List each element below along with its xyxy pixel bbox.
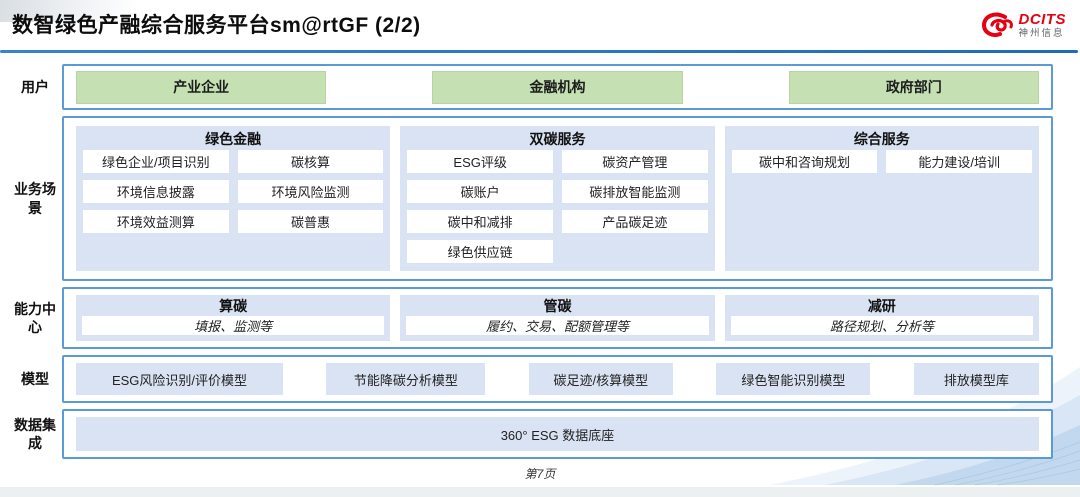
models-container: ESG风险识别/评价模型 节能降碳分析模型 碳足迹/核算模型 绿色智能识别模型 … bbox=[62, 355, 1053, 403]
row-scenarios: 业务场景 绿色金融 绿色企业/项目识别 碳核算 环境信息披露 环境风险监测 环境… bbox=[8, 116, 1053, 281]
slide-header: 数智绿色产融综合服务平台sm@rtGF (2/2) DCITS 神州信息 bbox=[0, 0, 1080, 54]
row-label-users: 用户 bbox=[21, 78, 49, 95]
capability-calc-carbon: 算碳 填报、监测等 bbox=[76, 295, 391, 341]
logo-brand: DCITS bbox=[1018, 10, 1066, 28]
scenario-item: 碳账户 bbox=[407, 180, 553, 203]
capability-reduce-research: 减研 路径规划、分析等 bbox=[724, 295, 1039, 341]
row-data-integration: 数据集成 360° ESG 数据底座 bbox=[8, 409, 1053, 459]
data-integration-container: 360° ESG 数据底座 bbox=[62, 409, 1053, 459]
model-item: ESG风险识别/评价模型 bbox=[76, 363, 284, 395]
model-item: 绿色智能识别模型 bbox=[716, 363, 871, 395]
title-underline bbox=[0, 50, 1078, 53]
row-label-scenarios: 业务场景 bbox=[14, 181, 56, 216]
data-foundation-box: 360° ESG 数据底座 bbox=[76, 417, 1039, 451]
user-box-government: 政府部门 bbox=[788, 70, 1039, 104]
panel-dual-carbon: 双碳服务 ESG评级 碳资产管理 碳账户 碳排放智能监测 碳中和减排 产品碳足迹… bbox=[400, 126, 715, 271]
row-capabilities: 能力中心 算碳 填报、监测等 管碳 履约、交易、配额管理等 减研 路径规划、分析… bbox=[8, 287, 1053, 349]
scenario-item: 碳资产管理 bbox=[561, 150, 708, 173]
scenario-item: 碳中和减排 bbox=[407, 210, 553, 233]
panel-comprehensive-grid: 碳中和咨询规划 能力建设/培训 bbox=[731, 150, 1032, 173]
capability-title: 管碳 bbox=[543, 298, 572, 314]
bottom-strip bbox=[0, 487, 1080, 497]
panel-green-finance: 绿色金融 绿色企业/项目识别 碳核算 环境信息披露 环境风险监测 环境效益测算 … bbox=[76, 126, 391, 271]
company-logo: DCITS 神州信息 bbox=[980, 10, 1067, 40]
logo-subbrand: 神州信息 bbox=[1018, 27, 1065, 39]
scenarios-container: 绿色金融 绿色企业/项目识别 碳核算 环境信息披露 环境风险监测 环境效益测算 … bbox=[62, 116, 1053, 281]
capability-title: 减研 bbox=[867, 298, 896, 314]
row-models: 模型 ESG风险识别/评价模型 节能降碳分析模型 碳足迹/核算模型 绿色智能识别… bbox=[8, 355, 1053, 403]
capability-desc: 填报、监测等 bbox=[82, 316, 385, 335]
scenario-item: 碳中和咨询规划 bbox=[731, 150, 878, 173]
capability-title: 算碳 bbox=[219, 298, 248, 314]
page-number: 第7页 bbox=[524, 467, 556, 481]
scenario-item: 碳核算 bbox=[237, 150, 384, 173]
capability-desc: 履约、交易、配额管理等 bbox=[406, 316, 709, 335]
scenario-item: 能力建设/培训 bbox=[886, 150, 1032, 173]
row-users: 用户 产业企业 金融机构 政府部门 bbox=[8, 64, 1053, 110]
panel-comprehensive: 综合服务 碳中和咨询规划 能力建设/培训 bbox=[724, 126, 1039, 271]
model-item: 排放模型库 bbox=[913, 363, 1039, 395]
model-item: 节能降碳分析模型 bbox=[326, 363, 486, 395]
scenario-item: 环境效益测算 bbox=[83, 210, 229, 233]
scenario-item: 绿色供应链 bbox=[407, 240, 553, 263]
scenario-item: 绿色企业/项目识别 bbox=[83, 150, 229, 173]
panel-dual-carbon-grid: ESG评级 碳资产管理 碳账户 碳排放智能监测 碳中和减排 产品碳足迹 绿色供应… bbox=[407, 150, 708, 263]
panel-dual-carbon-title: 双碳服务 bbox=[529, 131, 586, 147]
page-title: 数智绿色产融综合服务平台sm@rtGF (2/2) bbox=[12, 14, 421, 37]
panel-green-finance-grid: 绿色企业/项目识别 碳核算 环境信息披露 环境风险监测 环境效益测算 碳普惠 bbox=[83, 150, 384, 233]
scenario-item: 碳普惠 bbox=[237, 210, 384, 233]
capability-desc: 路径规划、分析等 bbox=[730, 316, 1033, 335]
users-container: 产业企业 金融机构 政府部门 bbox=[62, 64, 1053, 110]
model-item: 碳足迹/核算模型 bbox=[528, 363, 674, 395]
panel-comprehensive-title: 综合服务 bbox=[853, 131, 910, 147]
architecture-diagram: 用户 产业企业 金融机构 政府部门 业务场景 绿色金融 绿色企业/项目识别 碳核… bbox=[8, 64, 1053, 459]
dcits-swirl-icon bbox=[981, 12, 1013, 37]
scenario-item: 环境信息披露 bbox=[83, 180, 229, 203]
logo-text: DCITS 神州信息 bbox=[1019, 12, 1067, 39]
scenario-item: 产品碳足迹 bbox=[561, 210, 708, 233]
row-label-models: 模型 bbox=[21, 370, 49, 387]
user-box-finance: 金融机构 bbox=[432, 70, 683, 104]
user-box-industry: 产业企业 bbox=[76, 70, 327, 104]
scenario-item: 环境风险监测 bbox=[237, 180, 384, 203]
row-label-capabilities: 能力中心 bbox=[14, 300, 56, 335]
capability-manage-carbon: 管碳 履约、交易、配额管理等 bbox=[400, 295, 715, 341]
panel-green-finance-title: 绿色金融 bbox=[205, 131, 262, 147]
scenario-item: 碳排放智能监测 bbox=[561, 180, 708, 203]
scenario-item: ESG评级 bbox=[407, 150, 553, 173]
row-label-data-integration: 数据集成 bbox=[14, 416, 56, 451]
capabilities-container: 算碳 填报、监测等 管碳 履约、交易、配额管理等 减研 路径规划、分析等 bbox=[62, 287, 1053, 349]
